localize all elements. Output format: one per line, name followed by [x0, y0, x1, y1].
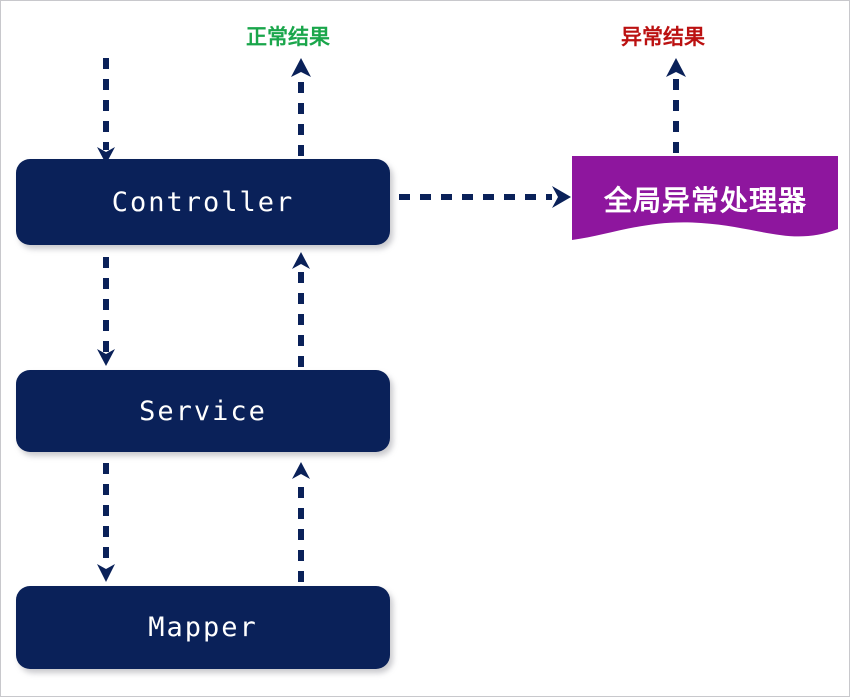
- arrow-controller-to-normal-result: [291, 58, 311, 156]
- arrow-controller-to-service: [97, 257, 115, 366]
- node-controller-label: Controller: [111, 186, 295, 218]
- node-service-label: Service: [139, 395, 267, 427]
- node-service[interactable]: Service: [16, 370, 390, 452]
- arrow-request-in: [97, 58, 115, 164]
- node-mapper-label: Mapper: [148, 612, 258, 643]
- arrow-service-to-controller: [292, 252, 310, 367]
- global-exception-handler-label: 全局异常处理器: [604, 184, 808, 217]
- arrow-mapper-to-service: [292, 462, 310, 582]
- node-mapper[interactable]: Mapper: [16, 586, 390, 669]
- node-controller[interactable]: Controller: [16, 159, 390, 245]
- edge-label-abnormal-result: 异常结果: [621, 25, 705, 49]
- arrow-handler-to-abnormal-result: [666, 58, 686, 153]
- edge-label-normal-result: 正常结果: [246, 25, 330, 49]
- global-exception-handler-banner[interactable]: [572, 156, 838, 240]
- arrow-controller-to-handler: [399, 186, 571, 208]
- arrow-service-to-mapper: [97, 463, 115, 582]
